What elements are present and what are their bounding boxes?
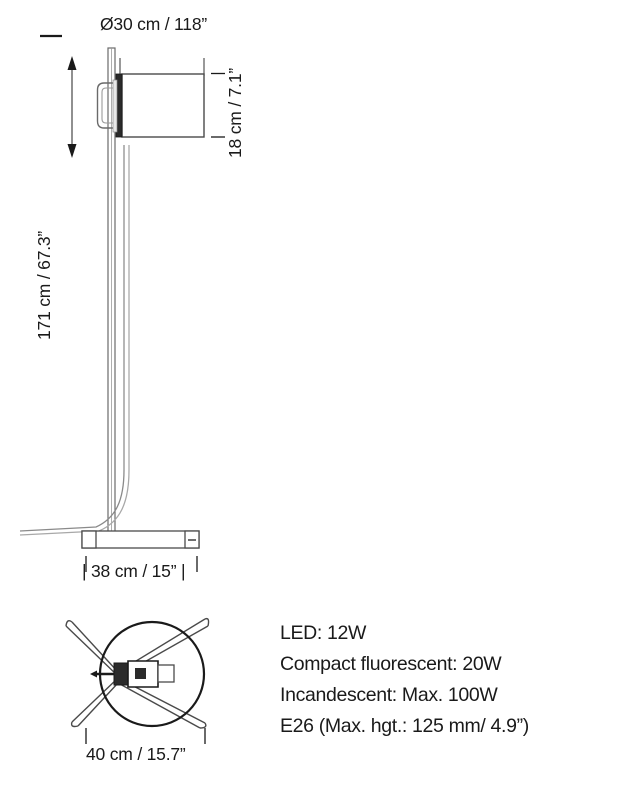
spec-line-incandescent: Incandescent: Max. 100W: [280, 684, 498, 706]
dimension-label-base-width: | 38 cm / 15” |: [82, 561, 186, 581]
specifications-block: LED: 12W Compact fluorescent: 20W Incand…: [280, 618, 625, 742]
floor-base-bar: [81, 530, 200, 549]
lamp-head-shade: [121, 73, 205, 138]
base-end-cap-left: [81, 530, 97, 549]
leg-cap-upper-right: [204, 617, 210, 627]
spec-line-compact-fluorescent: Compact fluorescent: 20W: [280, 653, 502, 675]
head-handle-inner: [101, 87, 116, 124]
spec-line-socket: E26 (Max. hgt.: 125 mm/ 4.9”): [280, 715, 529, 737]
head-height-dimension-arrow: [67, 56, 77, 158]
dimension-label-head-height: 18 cm / 7.1”: [225, 68, 245, 158]
leg-spoke-lower-left: [71, 677, 119, 723]
leg-spoke-lower-right-edge: [117, 682, 201, 729]
power-cable-curve: [19, 469, 125, 532]
head-mount-bracket: [112, 79, 118, 133]
leg-cap-lower-right: [199, 722, 207, 729]
head-handle: [96, 82, 116, 129]
dimension-label-shade-diameter: 40 cm / 15.7”: [86, 744, 186, 764]
leg-cap-upper-left: [65, 619, 73, 627]
leg-spoke-upper-left: [71, 621, 119, 673]
leg-spoke-upper-left-edge: [65, 625, 119, 677]
dimension-label-diameter-top: Ø30 cm / 118”: [100, 14, 207, 34]
leg-cap-lower-left: [70, 721, 79, 728]
center-hub: [90, 660, 175, 688]
power-cable-upper: [123, 145, 130, 470]
leg-spoke-lower-left-edge: [77, 682, 119, 727]
dimension-label-total-height: 171 cm / 67.3”: [34, 230, 54, 340]
spec-line-led: LED: 12W: [280, 622, 367, 644]
